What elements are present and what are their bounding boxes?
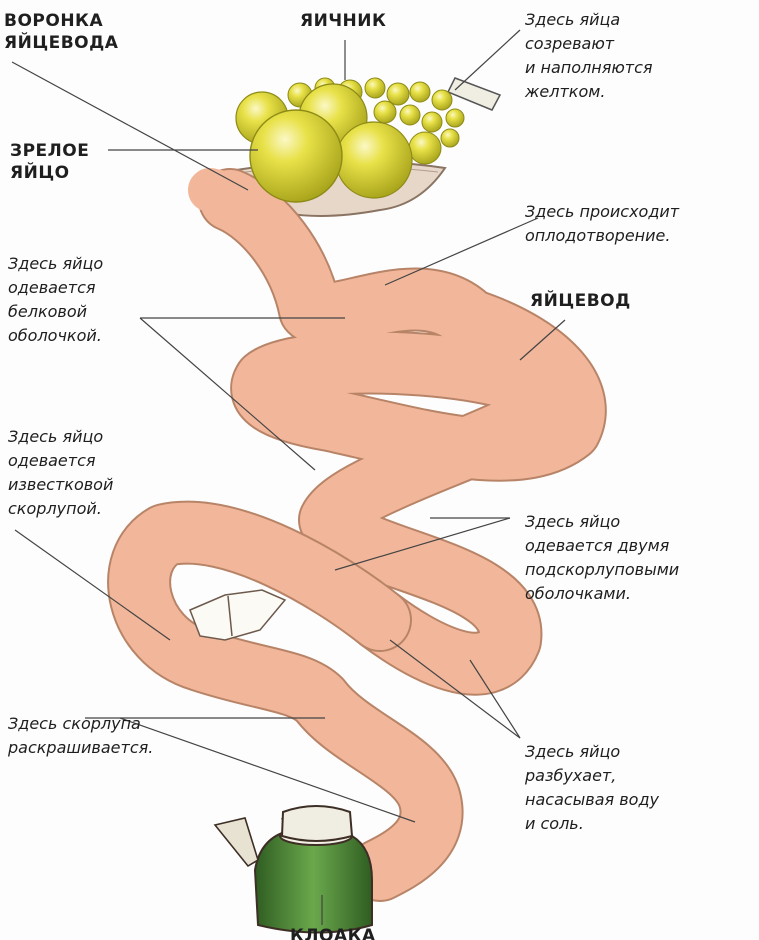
oviduct-tube — [139, 190, 575, 870]
shell-label: Здесь яйцо одевается известковой скорлуп… — [8, 425, 113, 521]
albumen-label: Здесь яйцо одевается белковой оболочкой. — [8, 252, 103, 348]
ovary-label: ЯИЧНИК — [300, 10, 386, 32]
cloaca-label: КЛОАКА — [290, 925, 376, 940]
cloaca — [215, 806, 372, 933]
membranes-label: Здесь яйцо одевается двумя подскорлуповы… — [525, 510, 679, 606]
coloring-label: Здесь скорлупа раскрашивается. — [8, 712, 153, 760]
fertilization-label: Здесь происходит оплодотворение. — [525, 200, 679, 248]
shell-window — [190, 590, 285, 640]
swelling-label: Здесь яйцо разбухает, насасывая воду и с… — [525, 740, 659, 836]
mature-egg-label: ЗРЕЛОЕ ЯЙЦО — [10, 140, 89, 184]
yolk-note-label: Здесь яйца созревают и наполняются желтк… — [525, 8, 653, 104]
oviduct-label: ЯЙЦЕВОД — [530, 290, 631, 312]
funnel-label: ВОРОНКА ЯЙЦЕВОДА — [4, 10, 118, 54]
ovary-stalk — [448, 78, 500, 110]
